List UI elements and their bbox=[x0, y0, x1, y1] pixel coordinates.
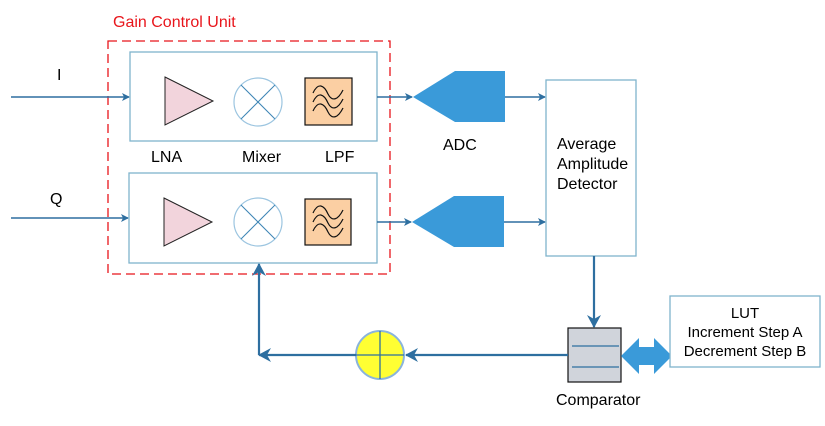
i-channel-block bbox=[129, 51, 378, 142]
lna-label: LNA bbox=[151, 149, 182, 166]
lut-increment-step: Increment Step A bbox=[687, 324, 802, 341]
lut-decrement-step: Decrement Step B bbox=[684, 343, 807, 360]
q-channel-block bbox=[128, 172, 378, 264]
mixer-icon bbox=[233, 197, 283, 247]
comparator-icon bbox=[567, 327, 622, 383]
comparator-label: Comparator bbox=[556, 392, 641, 409]
mixer-label: Mixer bbox=[242, 149, 282, 166]
lut-title: LUT bbox=[731, 305, 759, 322]
adc-label: ADC bbox=[443, 137, 477, 154]
lut-box bbox=[669, 295, 821, 368]
lpf-label: LPF bbox=[325, 149, 355, 166]
lna-icon bbox=[163, 197, 214, 247]
detector-label-line1: Average bbox=[557, 136, 616, 153]
lpf-icon bbox=[304, 77, 353, 126]
mixer-icon bbox=[233, 77, 283, 127]
detector-label-line3: Detector bbox=[557, 176, 618, 193]
summing-junction-icon bbox=[355, 330, 405, 380]
bidirectional-arrow-icon bbox=[621, 338, 672, 374]
gain-control-unit-boundary bbox=[107, 40, 391, 275]
input-label-q: Q bbox=[50, 191, 62, 208]
lpf-icon bbox=[304, 198, 352, 246]
adc-i-icon bbox=[413, 71, 505, 122]
input-label-i: I bbox=[57, 67, 61, 84]
average-amplitude-detector-box bbox=[545, 79, 637, 257]
detector-label-line2: Amplitude bbox=[557, 156, 628, 173]
lna-icon bbox=[164, 76, 215, 126]
gain-control-unit-title: Gain Control Unit bbox=[113, 14, 236, 31]
adc-q-icon bbox=[412, 196, 504, 247]
